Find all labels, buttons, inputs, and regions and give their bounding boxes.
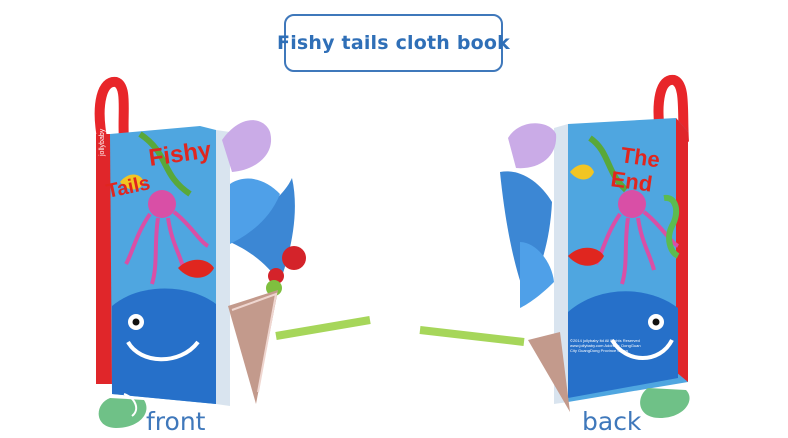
front-label: front	[146, 407, 206, 436]
back-red-loop	[653, 75, 689, 143]
back-label: back	[582, 407, 642, 436]
back-fine-print: ©2014 jollybaby ltd All Rights Reserved …	[570, 338, 641, 353]
title-box: Fishy tails cloth book	[277, 14, 510, 72]
back-book-photo: The End ©2014 jollybaby ltd All Rights R…	[419, 75, 690, 418]
back-title-line2: End	[609, 166, 654, 197]
title-text: Fishy tails cloth book	[277, 32, 510, 54]
red-loop	[94, 77, 129, 141]
front-book-photo: Fishy Tails jollybaby	[94, 77, 371, 428]
front-logo: jollybaby	[99, 128, 106, 157]
back-title-line1: The	[619, 142, 661, 172]
